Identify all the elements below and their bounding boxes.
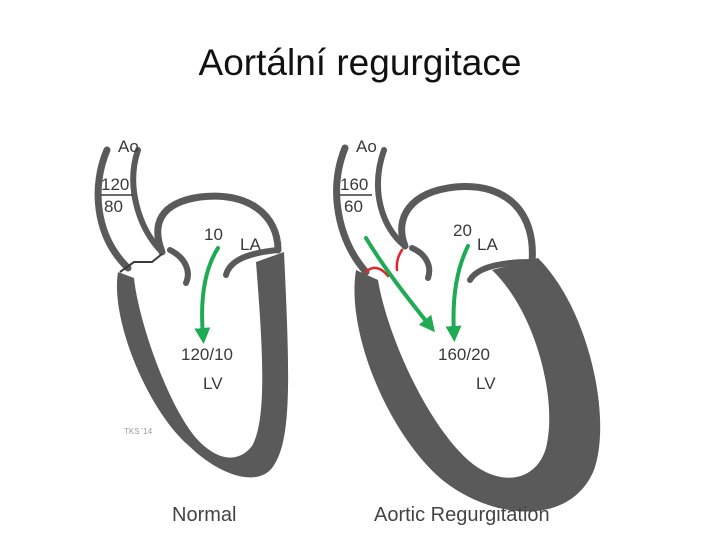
normal-credit: TKS '14: [124, 427, 153, 436]
ar-la-pressure: 20: [453, 221, 472, 240]
normal-mitral-leaflet-right: [223, 247, 281, 278]
normal-aortic-valve: [119, 253, 163, 273]
ar-aorta-label: Ao: [356, 137, 377, 156]
ar-la-wall: [398, 183, 536, 266]
ar-lv-wall: [354, 258, 601, 512]
normal-caption: Normal: [172, 504, 236, 526]
ar-aortic-valve-left: [364, 266, 390, 278]
ar-aortic-systolic: 160: [340, 175, 368, 194]
ar-aortic-valve-right: [395, 248, 404, 272]
normal-lv-pressure: 120/10: [181, 345, 233, 364]
normal-la-label: LA: [240, 235, 261, 254]
normal-aortic-diastolic: 80: [104, 197, 123, 216]
normal-aorta-label: Ao: [118, 137, 139, 156]
normal-lv-label: LV: [203, 374, 223, 393]
ar-lv-label: LV: [476, 374, 496, 393]
regurgitation-heart: Ao 160 60 20 LA 160/20 LV Aortic Regurgi…: [333, 137, 601, 526]
ar-aorta-wall: [333, 144, 370, 276]
normal-la-wall: [154, 192, 282, 256]
normal-aortic-systolic: 120: [101, 175, 129, 194]
slide-title: Aortální regurgitace: [198, 42, 522, 83]
normal-flow-arrow: [194, 246, 220, 344]
normal-mitral-leaflet-left: [167, 247, 191, 286]
normal-la-pressure: 10: [204, 225, 223, 244]
normal-aorta-wall: [94, 146, 132, 272]
normal-aorta-inner-wall: [130, 147, 165, 255]
ar-mitral-leaflet-left: [409, 245, 433, 281]
ar-mitral-flow-arrow: [445, 244, 470, 342]
normal-lv-wall: [116, 252, 289, 478]
ar-caption: Aortic Regurgitation: [374, 504, 550, 526]
ar-aorta-inner-wall: [375, 147, 408, 249]
normal-heart: Ao 120 80 10 LA 120/10 LV TKS '14 Normal: [94, 137, 289, 526]
ar-lv-pressure: 160/20: [438, 345, 490, 364]
ar-aortic-diastolic: 60: [344, 197, 363, 216]
ar-regurgitant-flow-arrow: [364, 236, 435, 333]
ar-la-label: LA: [477, 235, 498, 254]
